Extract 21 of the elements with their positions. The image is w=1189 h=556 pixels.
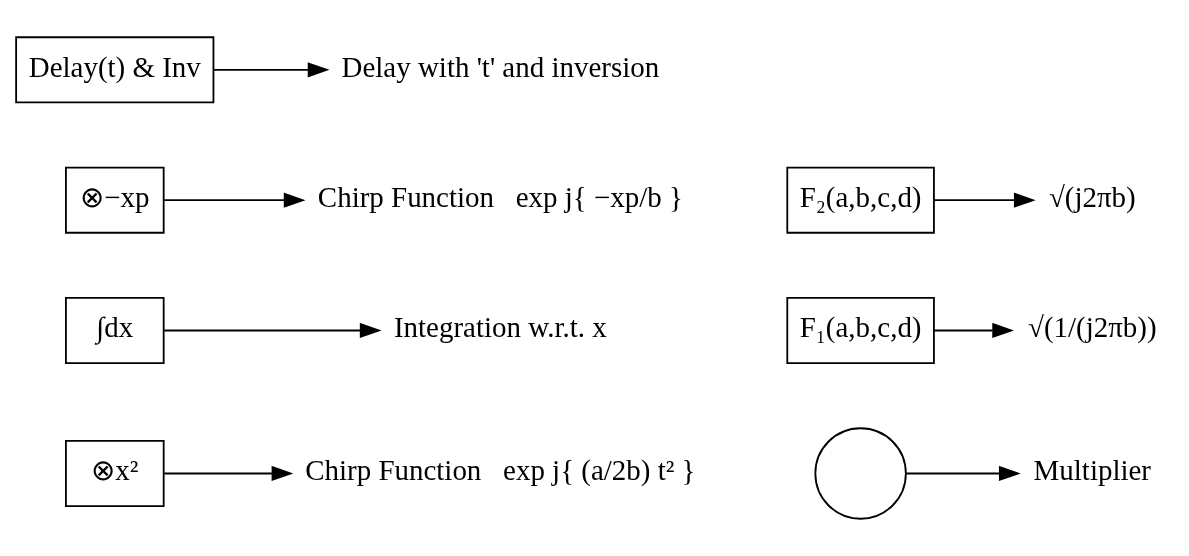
node-box: F₁(a,b,c,d) — [786, 297, 935, 364]
node-text: Chirp Function exp j{ −xp/b } — [317, 181, 683, 214]
node-box: ⊗x² — [65, 440, 165, 507]
arrow — [163, 322, 382, 339]
node-box: ∫dx — [65, 297, 165, 364]
arrow — [905, 465, 1021, 482]
arrow — [212, 62, 330, 78]
arrow — [163, 465, 294, 482]
node-text: Chirp Function exp j{ (a/2b) t² } — [305, 454, 696, 487]
node-circle — [814, 427, 907, 520]
node-text: Integration w.r.t. x — [393, 311, 607, 344]
node-box: ⊗−xp — [65, 166, 165, 234]
arrow — [163, 192, 306, 208]
arrow — [933, 192, 1036, 208]
node-box: Delay(t) & Inv — [15, 36, 215, 104]
node-text: √(j2πb) — [1048, 181, 1136, 214]
node-text: Multiplier — [1033, 454, 1152, 487]
node-text: √(1/(j2πb)) — [1028, 311, 1157, 344]
node-text: Delay with 't' and inversion — [341, 50, 660, 83]
arrow — [933, 322, 1014, 339]
node-box: F₂(a,b,c,d) — [786, 166, 935, 234]
